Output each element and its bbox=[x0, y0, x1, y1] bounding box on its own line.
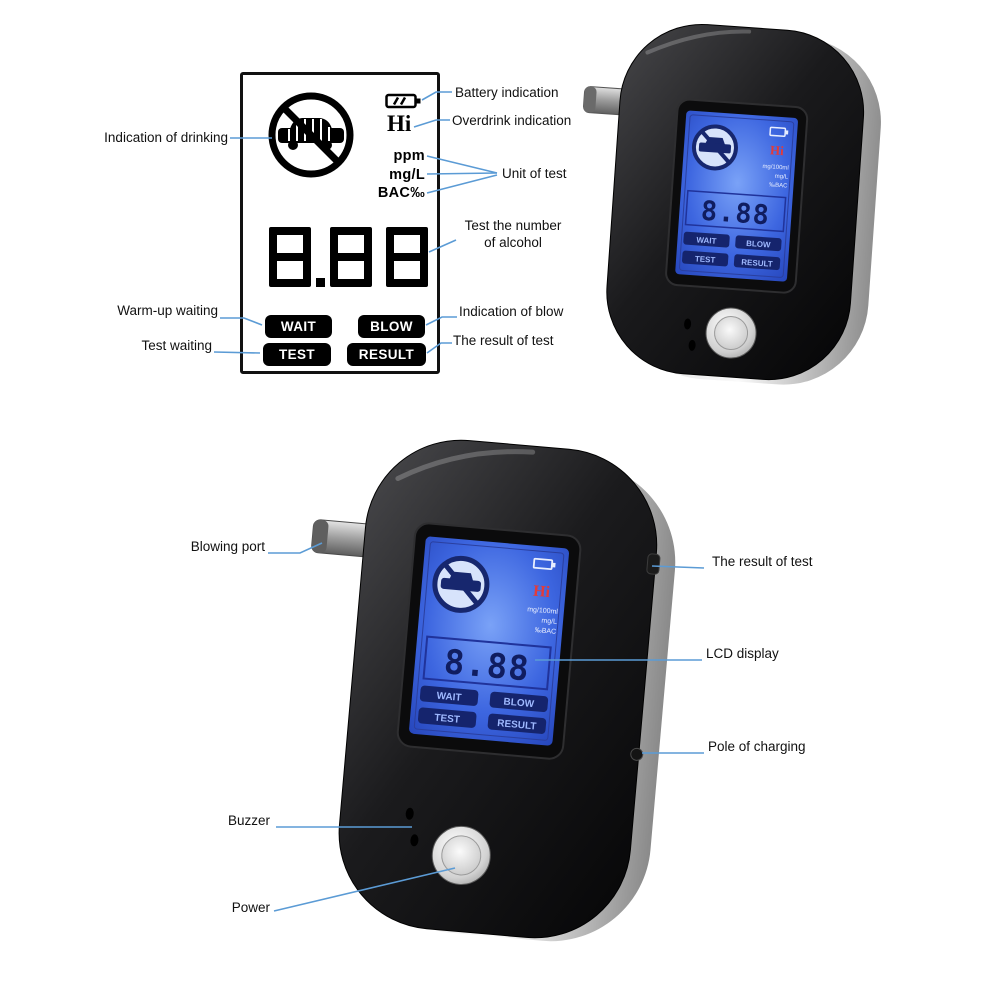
screen-test-tag: TEST bbox=[434, 713, 460, 726]
screen-unit: ‰BAC bbox=[534, 627, 556, 636]
label-line2: of alcohol bbox=[484, 234, 542, 250]
unit-bac: BAC‰ bbox=[377, 185, 425, 201]
seg-digit bbox=[386, 227, 428, 287]
screen-wait-tag: WAIT bbox=[696, 235, 717, 245]
decimal-point bbox=[316, 278, 325, 287]
lcd-diagram-panel: Hi ppm mg/L BAC‰ WAIT BLOW TEST RESULT bbox=[240, 72, 440, 374]
label-line1: Test the number bbox=[464, 218, 562, 233]
screen-hi-text: Hi bbox=[770, 142, 785, 158]
screen-unit: mg/L bbox=[541, 618, 557, 626]
screen-hi-text: Hi bbox=[532, 583, 551, 601]
label-test-number-of-alcohol: Test the number of alcohol bbox=[455, 218, 571, 252]
overdrink-hi-text: Hi bbox=[387, 111, 412, 136]
label-buzzer: Buzzer bbox=[227, 813, 270, 828]
screen-blow-tag: BLOW bbox=[503, 697, 535, 711]
buzzer-hole bbox=[410, 834, 419, 847]
unit-mgl: mg/L bbox=[389, 166, 425, 183]
buzzer-hole bbox=[684, 318, 692, 330]
blow-indicator: BLOW bbox=[358, 315, 425, 338]
screen-blow-tag: BLOW bbox=[746, 239, 771, 250]
screen-result-tag: RESULT bbox=[741, 258, 773, 269]
screen-wait-tag: WAIT bbox=[436, 691, 462, 704]
seg-digit bbox=[269, 227, 311, 287]
screen-value: 8.88 bbox=[442, 642, 531, 689]
label-warmup-waiting: Warm-up waiting bbox=[117, 303, 218, 318]
diagram-value-digits bbox=[269, 227, 428, 289]
buzzer-hole bbox=[688, 339, 696, 351]
label-blowing-port: Blowing port bbox=[190, 539, 265, 554]
screen-no-drinking-icon bbox=[691, 124, 738, 171]
unit-list: ppm mg/L BAC‰ bbox=[341, 147, 425, 203]
label-result-of-test-top: The result of test bbox=[453, 333, 554, 348]
wait-indicator: WAIT bbox=[265, 315, 332, 338]
result-indicator: RESULT bbox=[347, 343, 426, 366]
seg-digit bbox=[330, 227, 372, 287]
label-pole-of-charging: Pole of charging bbox=[708, 739, 806, 754]
label-power: Power bbox=[231, 900, 270, 915]
device-photo-annotated: Hi mg/100ml mg/L ‰BAC 8.88 WAIT BLOW TES… bbox=[311, 439, 676, 942]
screen-test-tag: TEST bbox=[695, 254, 716, 264]
label-lcd-display: LCD display bbox=[706, 646, 779, 661]
screen-unit: mg/L bbox=[775, 174, 789, 181]
charging-pole bbox=[630, 747, 644, 761]
battery-icon bbox=[385, 93, 421, 109]
screen-unit: mg/100ml bbox=[762, 164, 789, 172]
screen-unit: ‰BAC bbox=[769, 182, 788, 189]
screen-result-tag: RESULT bbox=[497, 718, 537, 732]
screen-battery-icon bbox=[769, 126, 789, 137]
no-drinking-icon bbox=[268, 92, 354, 178]
test-indicator: TEST bbox=[263, 343, 331, 366]
result-side-button bbox=[646, 553, 661, 575]
screen-no-drinking-icon bbox=[432, 555, 490, 613]
unit-ppm: ppm bbox=[393, 148, 425, 164]
label-unit-of-test: Unit of test bbox=[502, 166, 567, 181]
buzzer-hole bbox=[405, 807, 414, 820]
device-photo-front: Hi mg/100ml mg/L ‰BAC 8.88 WAIT BLOW TES… bbox=[583, 23, 881, 385]
label-battery-indication: Battery indication bbox=[455, 85, 559, 100]
screen-battery-icon bbox=[532, 557, 556, 571]
label-indication-of-drinking: Indication of drinking bbox=[104, 130, 228, 145]
label-test-waiting: Test waiting bbox=[141, 338, 212, 353]
label-result-of-test-bottom: The result of test bbox=[712, 554, 813, 569]
screen-value: 8.88 bbox=[700, 196, 771, 232]
label-indication-of-blow: Indication of blow bbox=[459, 304, 564, 319]
screen-unit: mg/100ml bbox=[527, 606, 559, 616]
label-overdrink-indication: Overdrink indication bbox=[452, 113, 572, 128]
